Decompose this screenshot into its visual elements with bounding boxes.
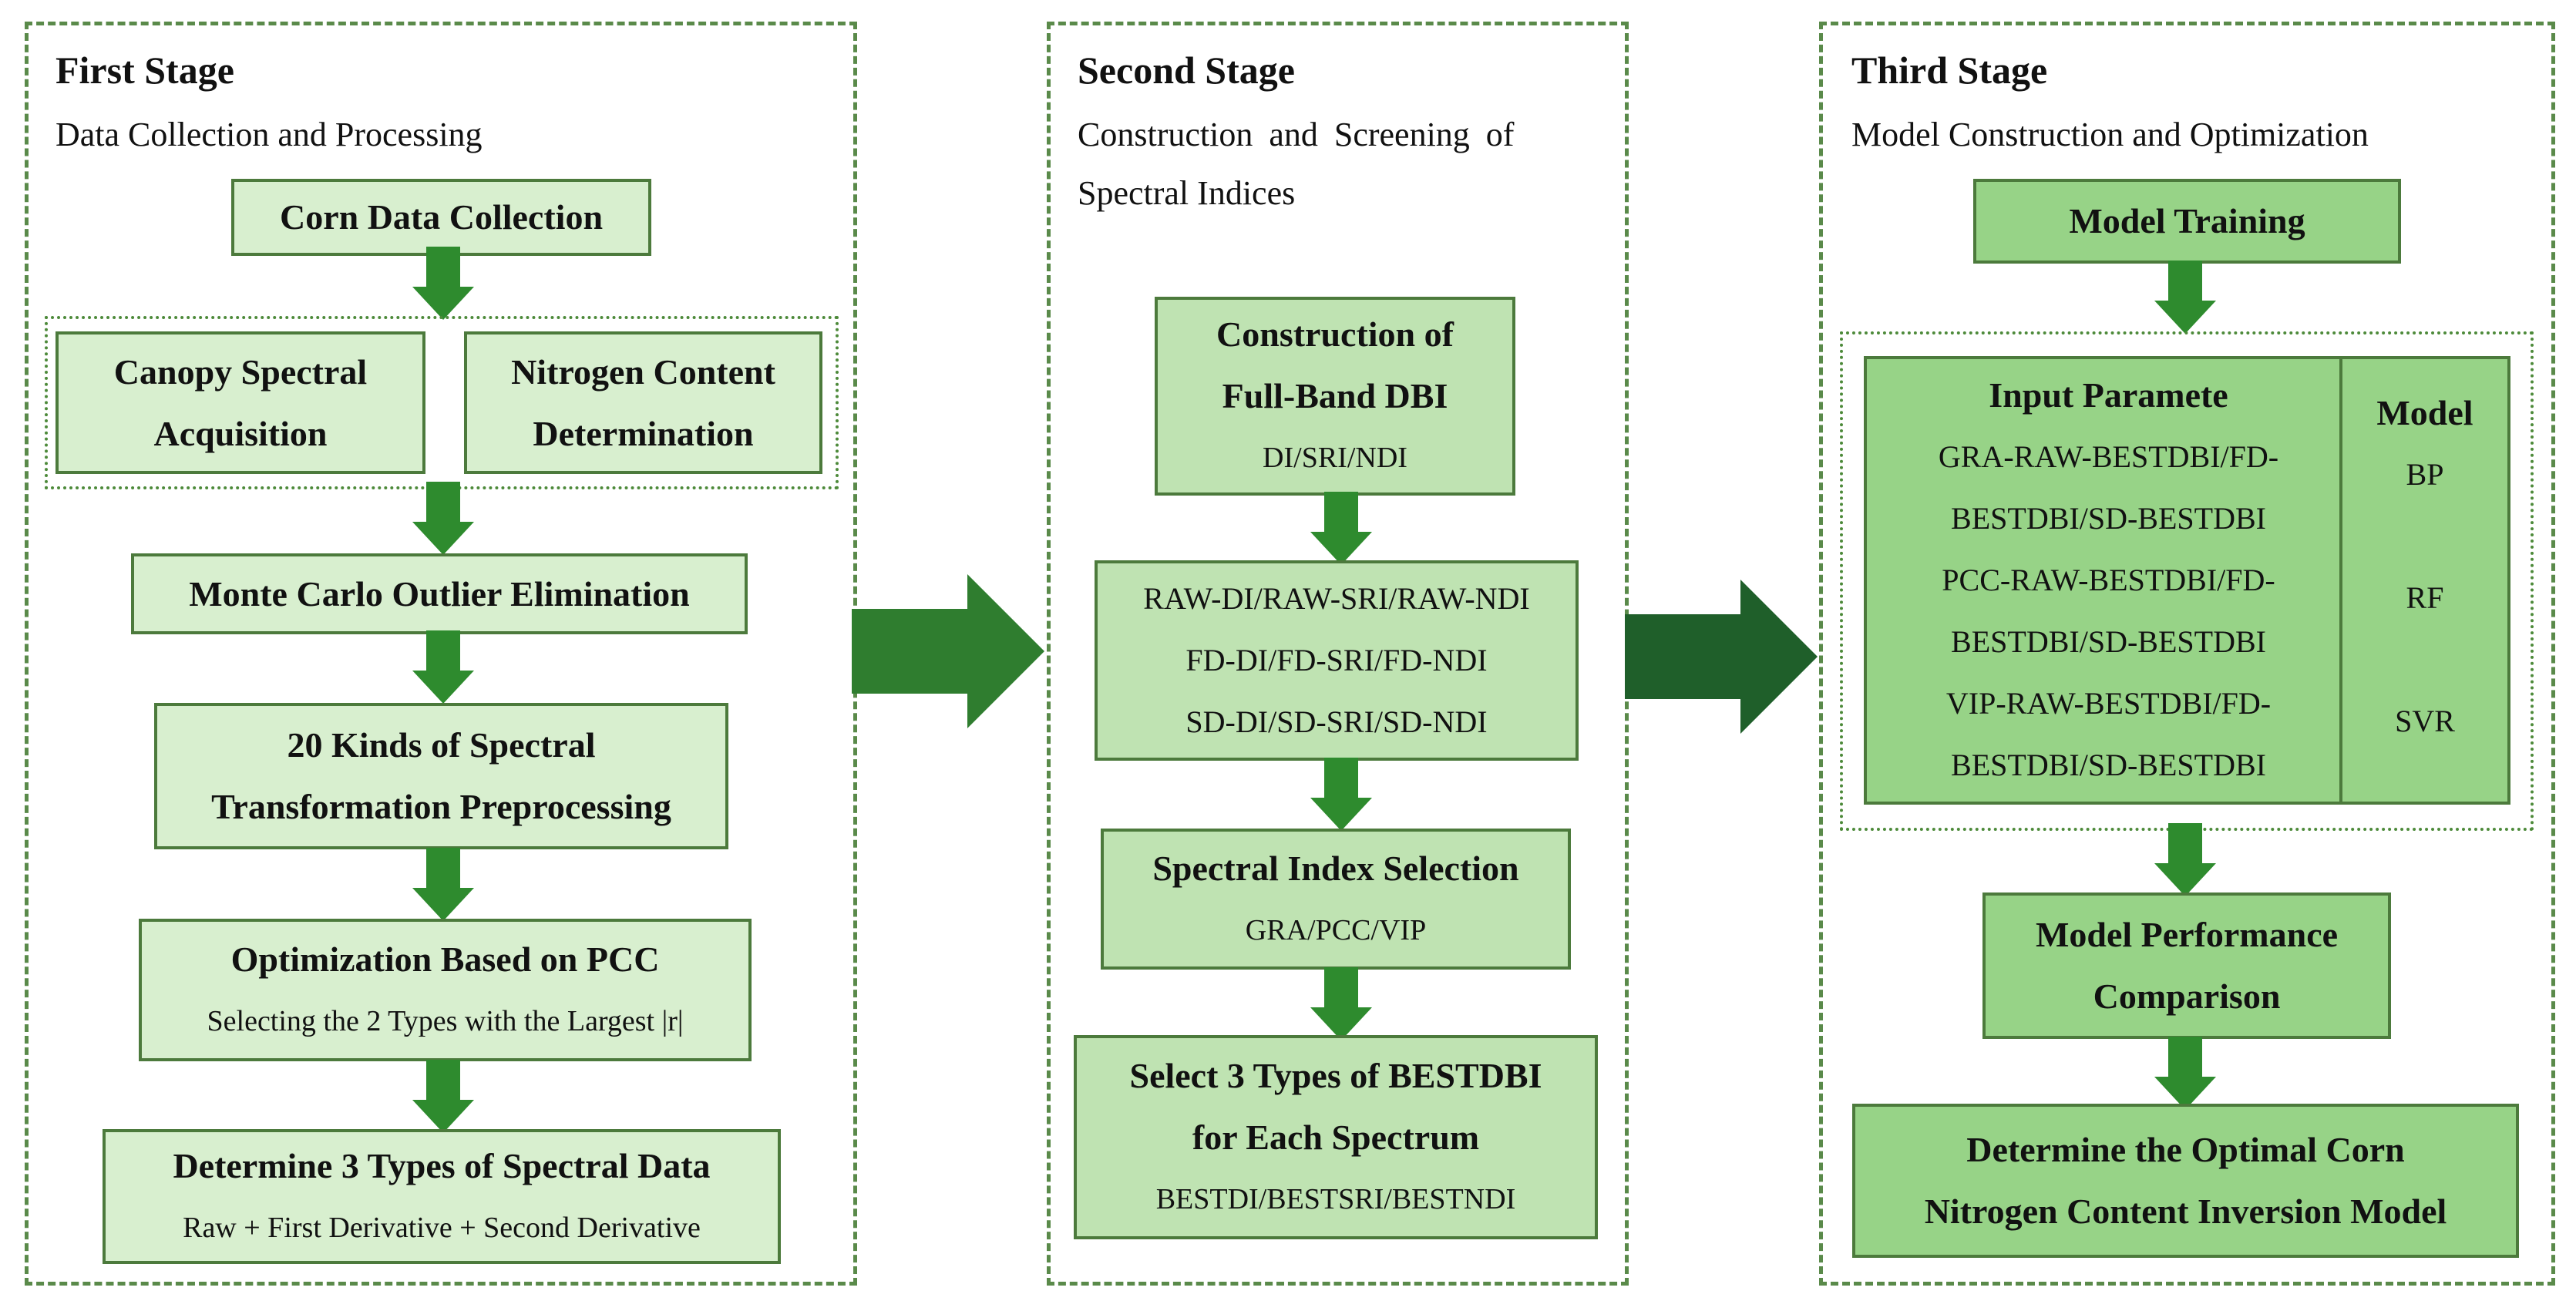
model-title: Model [2376, 393, 2473, 432]
arrow-down-icon [412, 848, 474, 921]
input-line-6: BESTDBI/SD-BESTDBI [1951, 748, 2266, 782]
first-stage-subtitle: Data Collection and Processing [55, 116, 483, 153]
pcc-optimization-box: Optimization Based on PCC Selecting the … [139, 919, 752, 1061]
indices-line2: FD-DI/FD-SRI/FD-NDI [1185, 643, 1488, 677]
construction-line1: Construction of [1216, 314, 1454, 354]
corn-data-collection-box: Corn Data Collection [231, 179, 651, 256]
arrow-down-icon [2154, 261, 2216, 334]
optimal-model-box: Determine the Optimal Corn Nitrogen Cont… [1852, 1104, 2519, 1258]
input-line-4: BESTDBI/SD-BESTDBI [1951, 624, 2266, 659]
arrow-down-icon [2154, 1037, 2216, 1110]
spectral-data-box: Determine 3 Types of Spectral Data Raw +… [103, 1129, 781, 1264]
transform-line2: Transformation Preprocessing [211, 787, 671, 826]
construction-subtitle: DI/SRI/NDI [1263, 442, 1407, 474]
input-line-5: VIP-RAW-BESTDBI/FD- [1945, 686, 2272, 721]
best-line1: Select 3 Types of BESTDBI [1129, 1055, 1542, 1095]
arrow-down-icon [412, 630, 474, 704]
model-performance-box: Model Performance Comparison [1982, 892, 2391, 1039]
nitrogen-line2: Determination [533, 413, 754, 453]
performance-line1: Model Performance [2035, 915, 2339, 954]
second-stage-subtitle-line2: Spectral Indices [1078, 174, 1296, 212]
first-stage-title: First Stage [55, 49, 234, 92]
full-band-dbi-box: Construction of Full-Band DBI DI/SRI/NDI [1155, 297, 1515, 496]
arrow-down-icon [1310, 758, 1372, 831]
arrow-right-icon [1625, 580, 1818, 734]
input-parameter-box: Input Paramete GRA-RAW-BESTDBI/FD- BESTD… [1864, 356, 2353, 805]
arrow-down-icon [412, 482, 474, 555]
spectral-indices-box: RAW-DI/RAW-SRI/RAW-NDI FD-DI/FD-SRI/FD-N… [1095, 560, 1579, 761]
model-rf: RF [2406, 580, 2444, 615]
determine-title: Determine 3 Types of Spectral Data [173, 1145, 711, 1185]
optimal-line2: Nitrogen Content Inversion Model [1924, 1192, 2447, 1231]
monte-carlo-label: Monte Carlo Outlier Elimination [189, 573, 690, 613]
best-line2: for Each Spectrum [1192, 1117, 1480, 1157]
arrow-down-icon [1310, 492, 1372, 565]
nitrogen-line1: Nitrogen Content [511, 351, 775, 392]
input-title: Input Paramete [1989, 375, 2228, 415]
best-subtitle: BESTDI/BESTSRI/BESTNDI [1155, 1182, 1516, 1215]
nitrogen-content-determination-box: Nitrogen Content Determination [464, 331, 822, 474]
canopy-line1: Canopy Spectral [113, 351, 368, 392]
model-training-label: Model Training [2069, 201, 2305, 240]
canopy-line2: Acquisition [153, 413, 328, 453]
spectral-index-selection-box: Spectral Index Selection GRA/PCC/VIP [1101, 829, 1571, 970]
second-stage-title: Second Stage [1078, 49, 1295, 92]
arrow-down-icon [2154, 823, 2216, 896]
arrow-down-icon [412, 247, 474, 320]
canopy-spectral-acquisition-box: Canopy Spectral Acquisition [55, 331, 425, 474]
third-stage-panel [1819, 22, 2555, 1286]
pcc-subtitle: Selecting the 2 Types with the Largest |… [207, 1004, 684, 1037]
selection-title: Spectral Index Selection [1152, 848, 1519, 888]
third-stage-subtitle: Model Construction and Optimization [1851, 116, 2369, 153]
indices-line3: SD-DI/SD-SRI/SD-NDI [1185, 704, 1488, 739]
corn-data-collection-label: Corn Data Collection [279, 197, 604, 237]
model-training-box: Model Training [1973, 179, 2401, 264]
indices-line1: RAW-DI/RAW-SRI/RAW-NDI [1143, 581, 1530, 616]
spectral-transformation-box: 20 Kinds of Spectral Transformation Prep… [154, 703, 728, 849]
second-stage-subtitle-line1: Construction and Screening of [1078, 116, 1515, 153]
input-line-2: BESTDBI/SD-BESTDBI [1951, 501, 2266, 536]
construction-line2: Full-Band DBI [1222, 376, 1448, 415]
pcc-title: Optimization Based on PCC [230, 939, 660, 979]
transform-line1: 20 Kinds of Spectral [287, 725, 596, 765]
monte-carlo-box: Monte Carlo Outlier Elimination [131, 553, 748, 634]
bestdbi-selection-box: Select 3 Types of BESTDBI for Each Spect… [1074, 1035, 1598, 1239]
input-line-3: PCC-RAW-BESTDBI/FD- [1942, 563, 2275, 597]
third-stage-title: Third Stage [1851, 49, 2048, 92]
arrow-right-icon [852, 574, 1044, 728]
optimal-line1: Determine the Optimal Corn [1966, 1130, 2405, 1169]
arrow-down-icon [412, 1060, 474, 1133]
selection-subtitle: GRA/PCC/VIP [1245, 913, 1427, 946]
arrow-down-icon [1310, 967, 1372, 1040]
performance-line2: Comparison [2093, 977, 2281, 1016]
determine-subtitle: Raw + First Derivative + Second Derivati… [183, 1211, 701, 1244]
model-svr: SVR [2395, 704, 2455, 738]
input-line-1: GRA-RAW-BESTDBI/FD- [1938, 439, 2279, 474]
model-list-box: Model BP RF SVR [2339, 356, 2510, 805]
model-bp: BP [2406, 457, 2444, 492]
